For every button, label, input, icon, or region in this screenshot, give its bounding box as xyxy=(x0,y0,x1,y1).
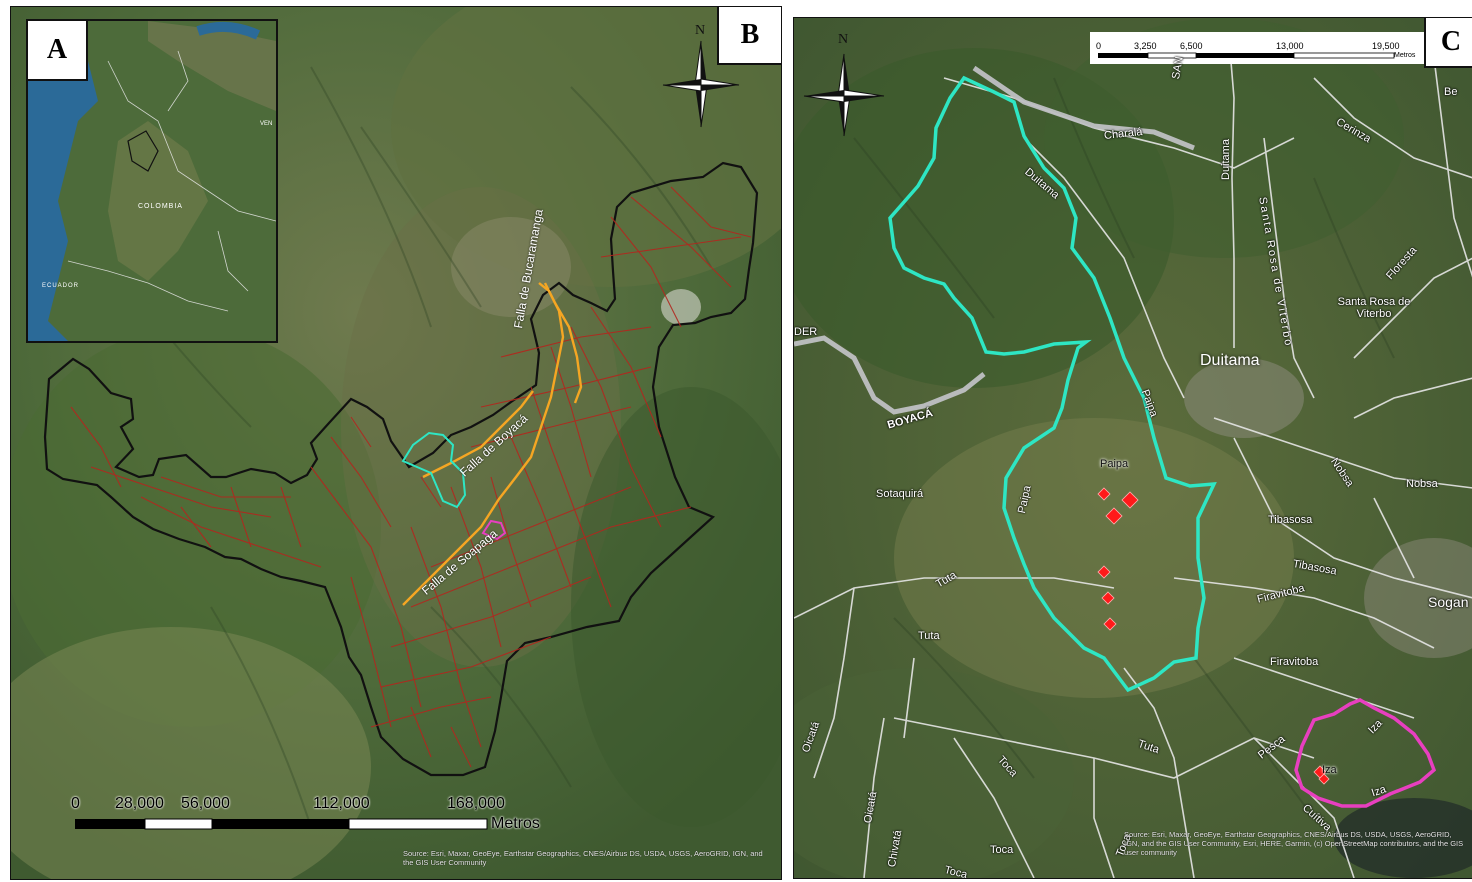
inset-ecuador-label: ECUADOR xyxy=(42,283,80,289)
iza-study-area-outline xyxy=(1294,698,1437,808)
panel-b-scale-tick-2: 56,000 xyxy=(181,795,230,812)
panel-c-north-letter: N xyxy=(838,32,849,47)
boyaca-department-boundary xyxy=(43,161,759,777)
inset-colombia-label: COLOMBIA xyxy=(138,203,183,210)
inset-venezuela-label: VEN xyxy=(260,121,273,127)
panel-c-scale-tick-4: 19,500 xyxy=(1372,41,1400,51)
place-sotaquira: Sotaquirá xyxy=(876,488,924,500)
panel-c-label: C xyxy=(1424,18,1472,68)
geothermal-points xyxy=(1097,487,1330,785)
panel-c-scale-unit: Metros xyxy=(1394,52,1416,59)
place-paipa: Paipa xyxy=(1100,458,1129,470)
panel-c-scale-tick-2: 6,500 xyxy=(1180,41,1203,51)
panel-c-satellite-terrain xyxy=(794,18,1472,878)
geothermal-point xyxy=(1101,591,1115,605)
inset-location-map: A COLOMBIA ECUADOR VEN xyxy=(26,19,278,343)
panel-b-scale-tick-3: 112,000 xyxy=(313,795,370,812)
main-faults xyxy=(402,282,583,606)
place-duitama: Duitama xyxy=(1200,352,1260,369)
panel-c-scale-tick-1: 3,250 xyxy=(1134,41,1157,51)
panel-b-north-arrow-icon xyxy=(662,40,740,128)
place-sogamoso: Sogan xyxy=(1428,594,1469,610)
panel-c-scale-box: 0 3,250 6,500 13,000 19,500 Metros xyxy=(1090,32,1430,64)
place-firavitoba: Firavitoba xyxy=(1270,656,1319,668)
panel-b-label: B xyxy=(717,7,781,65)
panel-b-scale-tick-0: 0 xyxy=(71,795,80,812)
place-tuta: Tuta xyxy=(918,630,940,642)
panel-c-map-credit: Source: Esri, Maxar, GeoEye, Earthstar G… xyxy=(1124,830,1464,857)
place-der: DER xyxy=(794,326,818,338)
bucaramanga-fault-line xyxy=(402,282,565,606)
panel-b-scale-tick-1: 28,000 xyxy=(115,795,164,812)
place-nobsa: Nobsa xyxy=(1406,478,1438,490)
panel-b-map-credit: Source: Esri, Maxar, GeoEye, Earthstar G… xyxy=(403,849,763,867)
panel-a-label: A xyxy=(28,21,88,81)
panel-c-scale-bar xyxy=(1098,52,1395,59)
place-belen: Be xyxy=(1444,86,1458,98)
panel-b-vector-layers xyxy=(43,161,759,777)
panel-c-scale-tick-0: 0 xyxy=(1096,41,1102,51)
panel-b-scale-tick-4: 168,000 xyxy=(447,795,505,812)
place-tibasosa: Tibasosa xyxy=(1268,514,1313,526)
panel-c-vector-layers xyxy=(794,37,1472,878)
paipa-study-area-outline xyxy=(401,431,467,509)
panel-b-scale-unit: Metros xyxy=(491,815,540,832)
boyaca-fault-line xyxy=(422,390,534,479)
panel-c-scale-tick-3: 13,000 xyxy=(1276,41,1304,51)
place-santa-rosa: Santa Rosa de Viterbo xyxy=(1337,296,1411,320)
panel-b-scale-bar xyxy=(75,818,488,830)
panel-c-north-arrow-icon xyxy=(803,53,885,137)
panel-c-detail-map: N 0 3,250 6,500 13,000 19,500 Metros C D… xyxy=(793,17,1472,879)
panel-b-regional-map: Falla de Bucaramanga Falla de Boyacá Fal… xyxy=(10,6,782,880)
paipa-study-area-outline xyxy=(888,75,1217,693)
place-iza: Iza xyxy=(1322,764,1337,776)
geothermal-point xyxy=(1318,773,1330,785)
panel-b-north-letter: N xyxy=(695,23,706,38)
geothermal-point xyxy=(1121,491,1139,509)
geothermal-point xyxy=(1097,565,1111,579)
geothermal-point xyxy=(1097,487,1111,501)
fault-lines xyxy=(70,186,752,768)
bucaramanga-fault-line-east xyxy=(543,282,583,404)
place-toca: Toca xyxy=(990,844,1014,856)
iza-study-area-outline xyxy=(481,519,507,541)
road-duitama-vertical: Duitama xyxy=(1220,139,1232,180)
panel-b-satellite-terrain xyxy=(11,7,781,879)
geothermal-point xyxy=(1103,617,1117,631)
highways xyxy=(794,65,1195,415)
geothermal-point xyxy=(1105,507,1123,525)
